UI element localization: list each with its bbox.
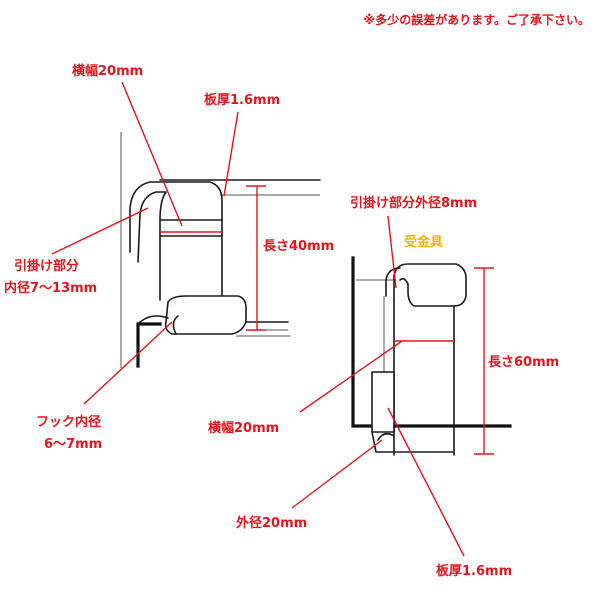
hook-plate-thickness-label: 板厚1.6mm xyxy=(204,92,280,108)
hook-tip-inner-line2: 6〜7mm xyxy=(44,437,102,452)
receiver-width-label: 横幅20mm xyxy=(208,420,279,436)
hook-length-label: 長さ40mm xyxy=(263,239,334,254)
hook-figure xyxy=(120,132,321,368)
hook-annotations: 横幅20mm 板厚1.6mm 長さ40mm 引掛け部分 内径7〜13mm フック… xyxy=(4,63,334,452)
receiver-outer-bottom-label: 外径20mm xyxy=(235,515,307,531)
receiver-length-label: 長さ60mm xyxy=(488,355,559,370)
receiver-plate-thickness-label: 板厚1.6mm xyxy=(436,563,512,579)
hook-inner-diameter-line2: 内径7〜13mm xyxy=(4,280,97,296)
hook-tip-inner-line1: フック内径 xyxy=(36,414,101,430)
receiver-outer-diameter-label: 引掛け部分外径8mm xyxy=(350,195,477,211)
hook-inner-diameter-line1: 引掛け部分 xyxy=(14,258,79,274)
hook-width-label: 横幅20mm xyxy=(72,63,143,79)
receiver-annotations: 引掛け部分外径8mm 受金具 長さ60mm 横幅20mm 外径20mm 板厚1.… xyxy=(208,195,559,579)
receiver-figure xyxy=(351,256,512,456)
error-notice: ※多少の誤差があります。ご了承下さい。 xyxy=(364,12,590,27)
receiver-title: 受金具 xyxy=(404,234,443,250)
